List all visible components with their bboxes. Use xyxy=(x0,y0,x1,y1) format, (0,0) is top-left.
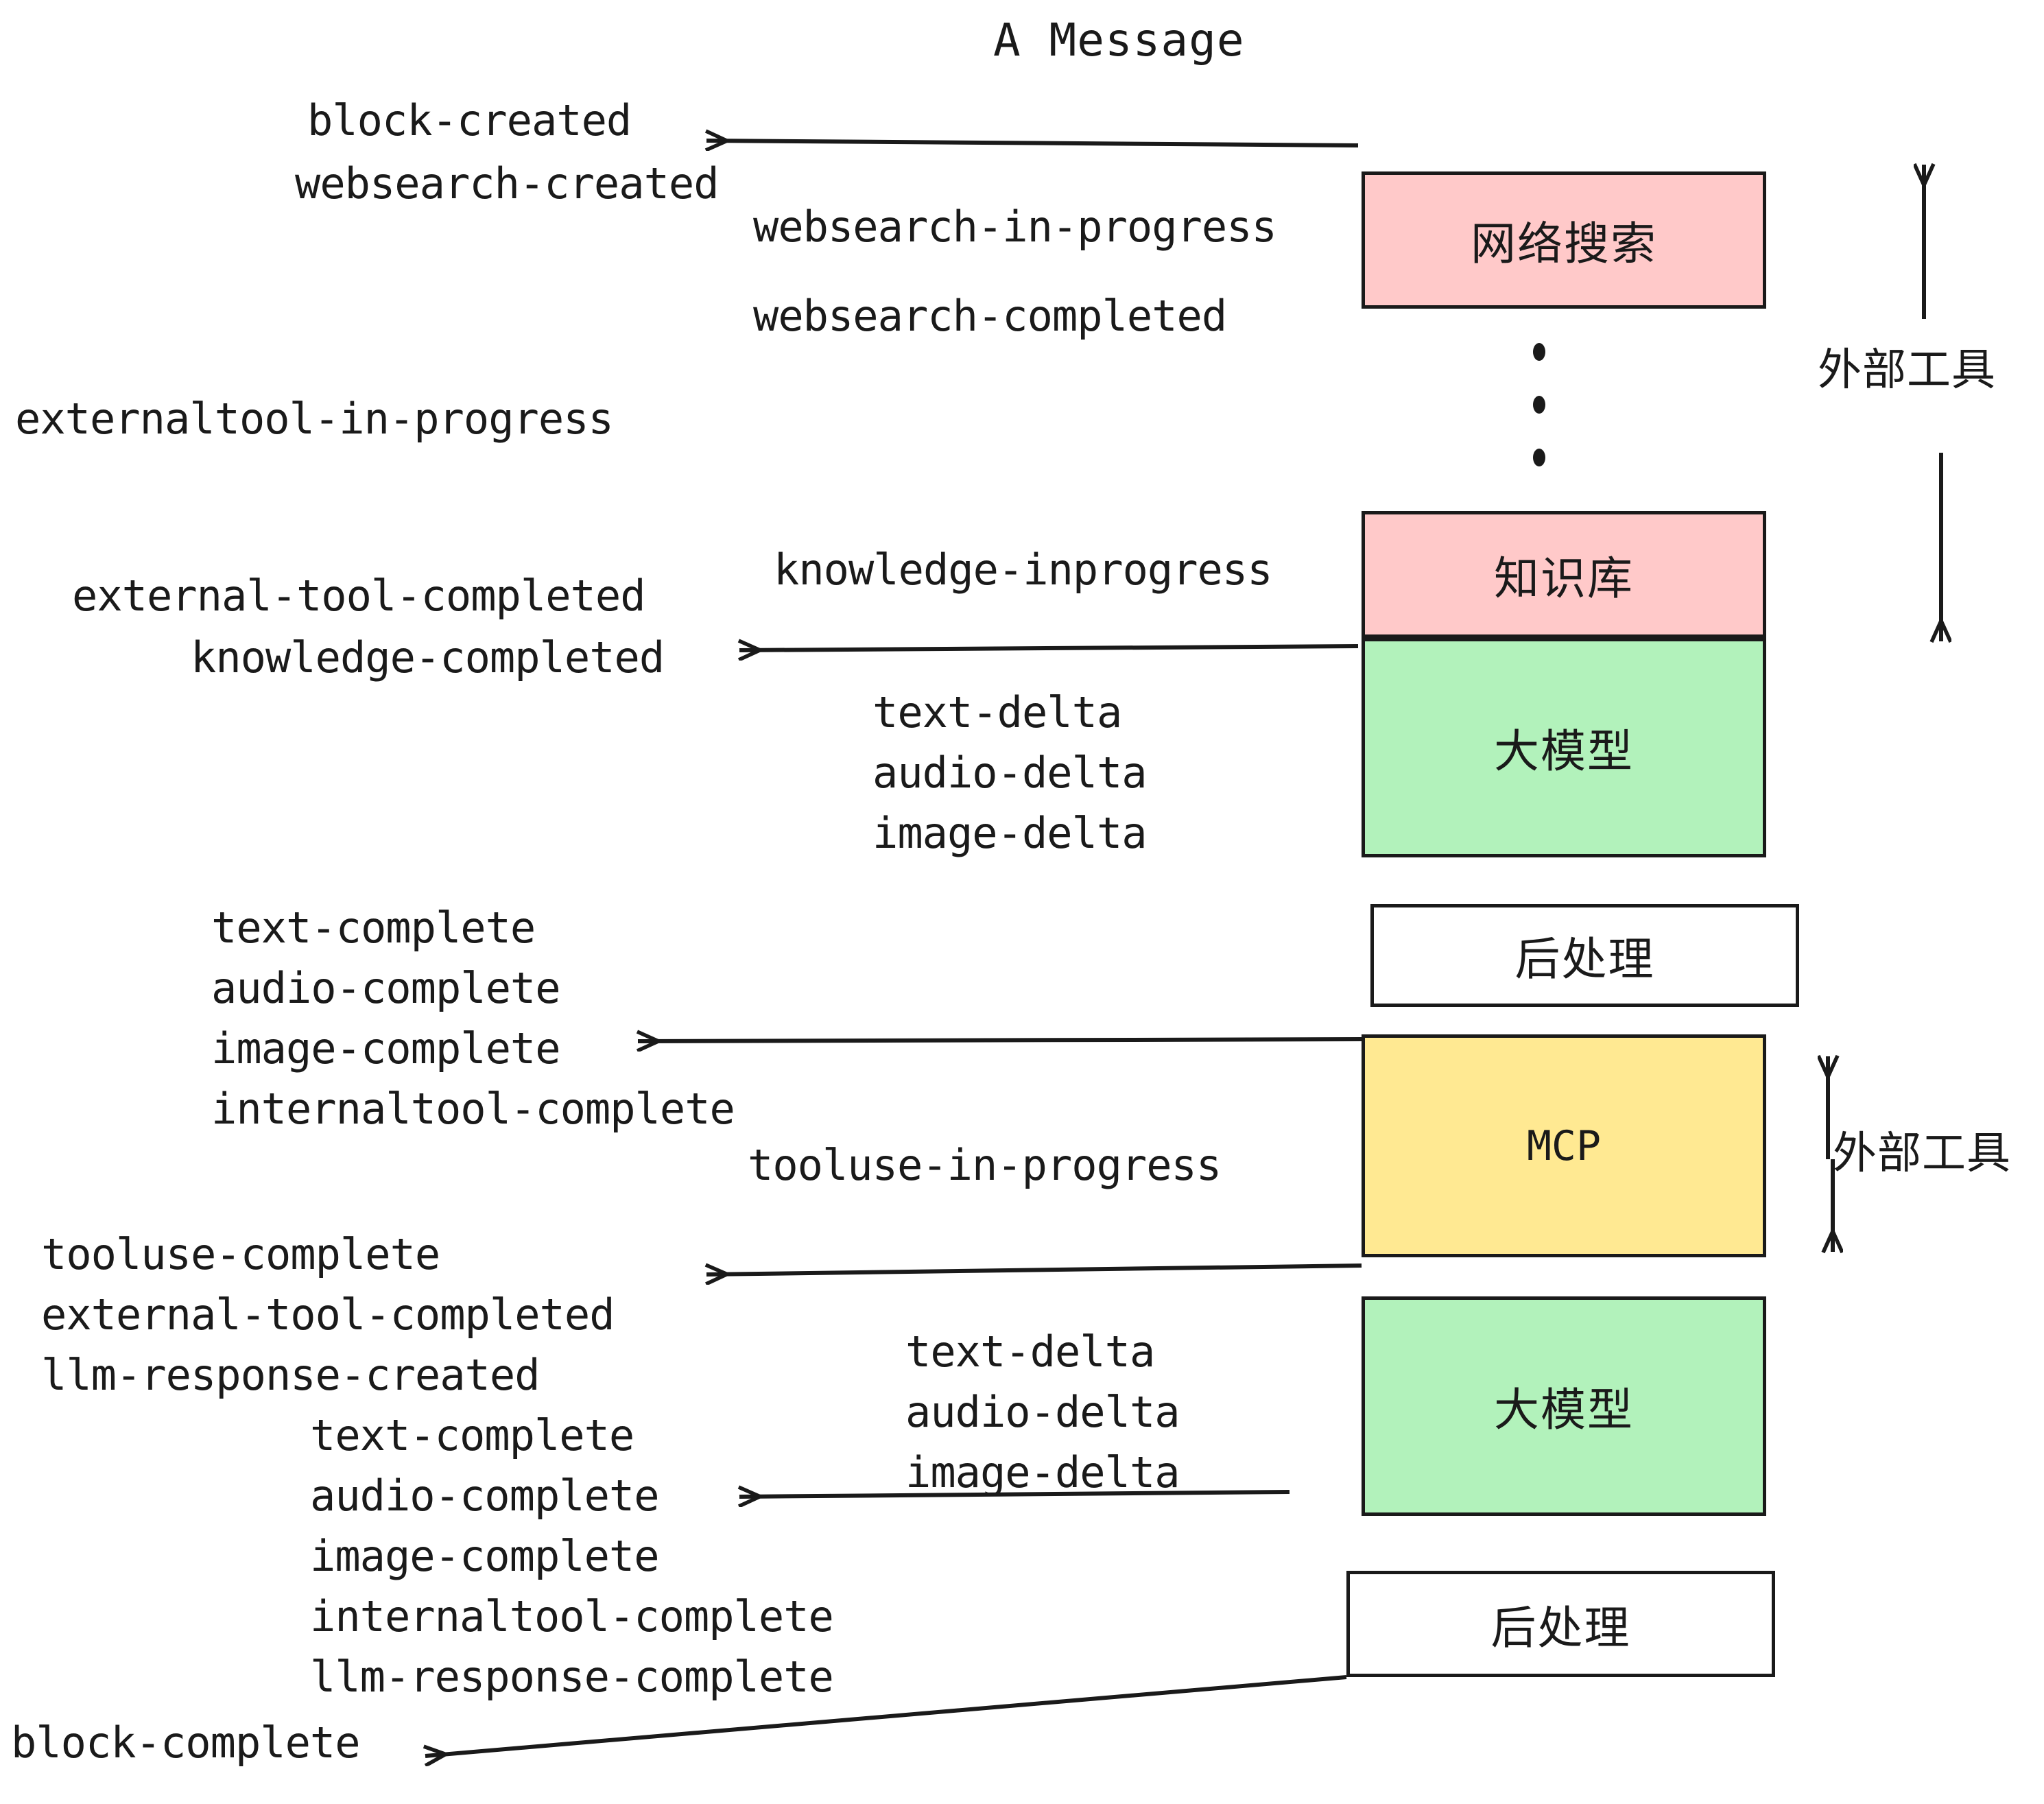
event-label-externaltool-in-progress: externaltool-in-progress xyxy=(15,394,614,444)
ellipsis-dot xyxy=(1533,343,1545,361)
event-label-websearch-completed: websearch-completed xyxy=(753,291,1227,341)
event-label-block-complete: block-complete xyxy=(11,1718,361,1768)
arrow-knowledge-to-completed xyxy=(739,646,1359,650)
event-label-tooluse-complete: tooluse-complete xyxy=(41,1229,440,1279)
box-llm-second-label: 大模型 xyxy=(1494,1384,1634,1436)
box-postprocess-2-label: 后处理 xyxy=(1490,1601,1631,1654)
box-llm-first-label: 大模型 xyxy=(1494,725,1634,778)
event-label-text-complete-2: text-complete xyxy=(310,1410,634,1460)
box-postprocess-2: 后处理 xyxy=(1346,1571,1775,1677)
event-label-text-delta-2: text-delta xyxy=(905,1327,1155,1377)
event-label-audio-complete-1: audio-complete xyxy=(211,963,561,1013)
vertical-ellipsis xyxy=(1532,343,1546,466)
event-label-external-tool-completed-2: external-tool-completed xyxy=(41,1290,615,1340)
event-label-llm-response-complete: llm-response-complete xyxy=(310,1652,834,1702)
event-label-text-complete-1: text-complete xyxy=(211,903,536,953)
event-label-image-complete-1: image-complete xyxy=(211,1023,561,1073)
event-label-text-delta-1: text-delta xyxy=(872,687,1122,737)
event-label-websearch-in-progress: websearch-in-progress xyxy=(753,202,1277,252)
arrow-mcp-to-tooluse-complete xyxy=(706,1266,1362,1274)
box-llm-first: 大模型 xyxy=(1362,638,1766,857)
event-label-knowledge-inprogress: knowledge-inprogress xyxy=(774,545,1273,595)
event-label-llm-response-created: llm-response-created xyxy=(41,1350,540,1400)
event-label-audio-delta-2: audio-delta xyxy=(905,1387,1180,1437)
event-label-audio-delta-1: audio-delta xyxy=(872,748,1148,798)
side-label-external-tools-bottom: 外部工具 xyxy=(1833,1128,2011,1179)
arrow-websearch-to-created xyxy=(706,141,1359,145)
box-websearch: 网络搜索 xyxy=(1362,171,1766,309)
box-postprocess-1: 后处理 xyxy=(1370,904,1799,1007)
ellipsis-dot xyxy=(1533,396,1545,414)
box-knowledge-label: 知识库 xyxy=(1494,551,1634,605)
arrow-postprocess-to-image-complete xyxy=(638,1039,1362,1041)
event-label-audio-complete-2: audio-complete xyxy=(310,1471,660,1521)
event-label-internaltool-complete-1: internaltool-complete xyxy=(211,1084,735,1134)
event-label-knowledge-completed: knowledge-completed xyxy=(191,632,665,683)
box-mcp: MCP xyxy=(1362,1034,1766,1257)
event-label-block-created: block-created xyxy=(307,95,632,145)
box-knowledge: 知识库 xyxy=(1362,511,1766,638)
event-label-image-delta-1: image-delta xyxy=(872,808,1148,858)
event-label-websearch-created: websearch-created xyxy=(295,158,720,209)
box-websearch-label: 网络搜索 xyxy=(1471,217,1657,270)
diagram-title: A Message xyxy=(993,14,1245,67)
event-label-external-tool-completed-1: external-tool-completed xyxy=(72,571,646,621)
event-label-internaltool-complete-2: internaltool-complete xyxy=(310,1591,834,1641)
box-llm-second: 大模型 xyxy=(1362,1296,1766,1516)
ellipsis-dot xyxy=(1533,449,1545,466)
event-label-image-complete-2: image-complete xyxy=(310,1531,660,1581)
side-label-external-tools-top: 外部工具 xyxy=(1818,345,1996,396)
event-label-image-delta-2: image-delta xyxy=(905,1447,1180,1497)
box-postprocess-1-label: 后处理 xyxy=(1514,933,1655,986)
box-mcp-label: MCP xyxy=(1526,1121,1602,1170)
event-label-tooluse-in-progress: tooluse-in-progress xyxy=(748,1140,1222,1190)
